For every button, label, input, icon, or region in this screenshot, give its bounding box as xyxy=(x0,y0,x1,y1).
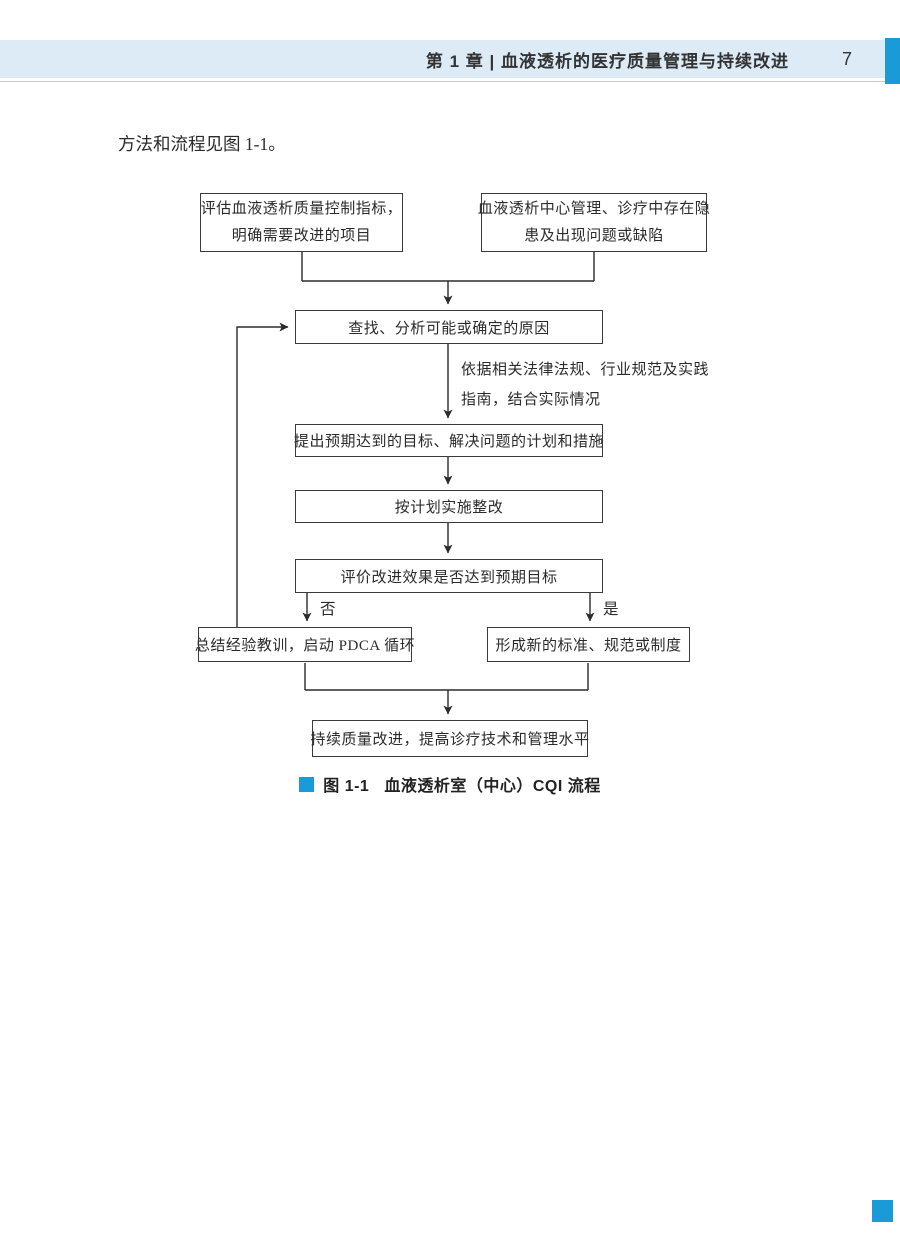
flow-node-propose: 提出预期达到的目标、解决问题的计划和措施 xyxy=(294,424,604,457)
intro-text: 方法和流程见图 1-1。 xyxy=(118,134,286,154)
flow-node-problems-line2: 患及出现问题或缺陷 xyxy=(524,227,664,244)
flow-annotation: 依据相关法律法规、行业规范及实践 指南，结合实际情况 xyxy=(461,355,709,415)
header-divider xyxy=(0,81,885,82)
flow-node-improve: 持续质量改进，提高诊疗技术和管理水平 xyxy=(311,720,589,757)
flow-node-implement: 按计划实施整改 xyxy=(295,490,603,523)
flow-node-problems: 血液透析中心管理、诊疗中存在隐 患及出现问题或缺陷 xyxy=(478,193,710,252)
flow-node-evaluate: 评价改进效果是否达到预期目标 xyxy=(295,559,603,593)
branch-label-no: 否 xyxy=(320,601,336,618)
feedback-loop-arrow xyxy=(236,322,289,627)
flow-annotation-line2: 指南，结合实际情况 xyxy=(461,392,601,408)
flow-node-assess: 评估血液透析质量控制指标， 明确需要改进的项目 xyxy=(200,193,403,252)
chapter-edge-tab xyxy=(885,38,900,84)
caption-square-icon xyxy=(299,776,315,792)
flow-node-summarize: 总结经验教训，启动 PDCA 循环 xyxy=(195,627,415,662)
figure-label: 图 1-1 xyxy=(323,778,370,795)
flow-node-problems-line1: 血液透析中心管理、诊疗中存在隐 xyxy=(477,200,711,217)
page-header: 第 1 章 | 血液透析的医疗质量管理与持续改进 7 xyxy=(0,40,885,78)
flow-node-standardize: 形成新的标准、规范或制度 xyxy=(487,627,690,662)
figure-title: 血液透析室（中心）CQI 流程 xyxy=(384,778,601,795)
flow-node-analyze: 查找、分析可能或确定的原因 xyxy=(295,310,603,344)
page-number: 7 xyxy=(841,48,852,69)
chapter-title: 第 1 章 | 血液透析的医疗质量管理与持续改进 xyxy=(425,51,789,71)
branch-label-yes: 是 xyxy=(603,601,619,618)
figure-caption: 图 1-1 血液透析室（中心）CQI 流程 xyxy=(0,772,900,796)
flow-node-assess-line2: 明确需要改进的项目 xyxy=(231,227,372,244)
page-edge-marker xyxy=(872,1200,893,1222)
flow-node-assess-line1: 评估血液透析质量控制指标， xyxy=(200,200,403,217)
flow-annotation-line1: 依据相关法律法规、行业规范及实践 xyxy=(461,362,710,378)
